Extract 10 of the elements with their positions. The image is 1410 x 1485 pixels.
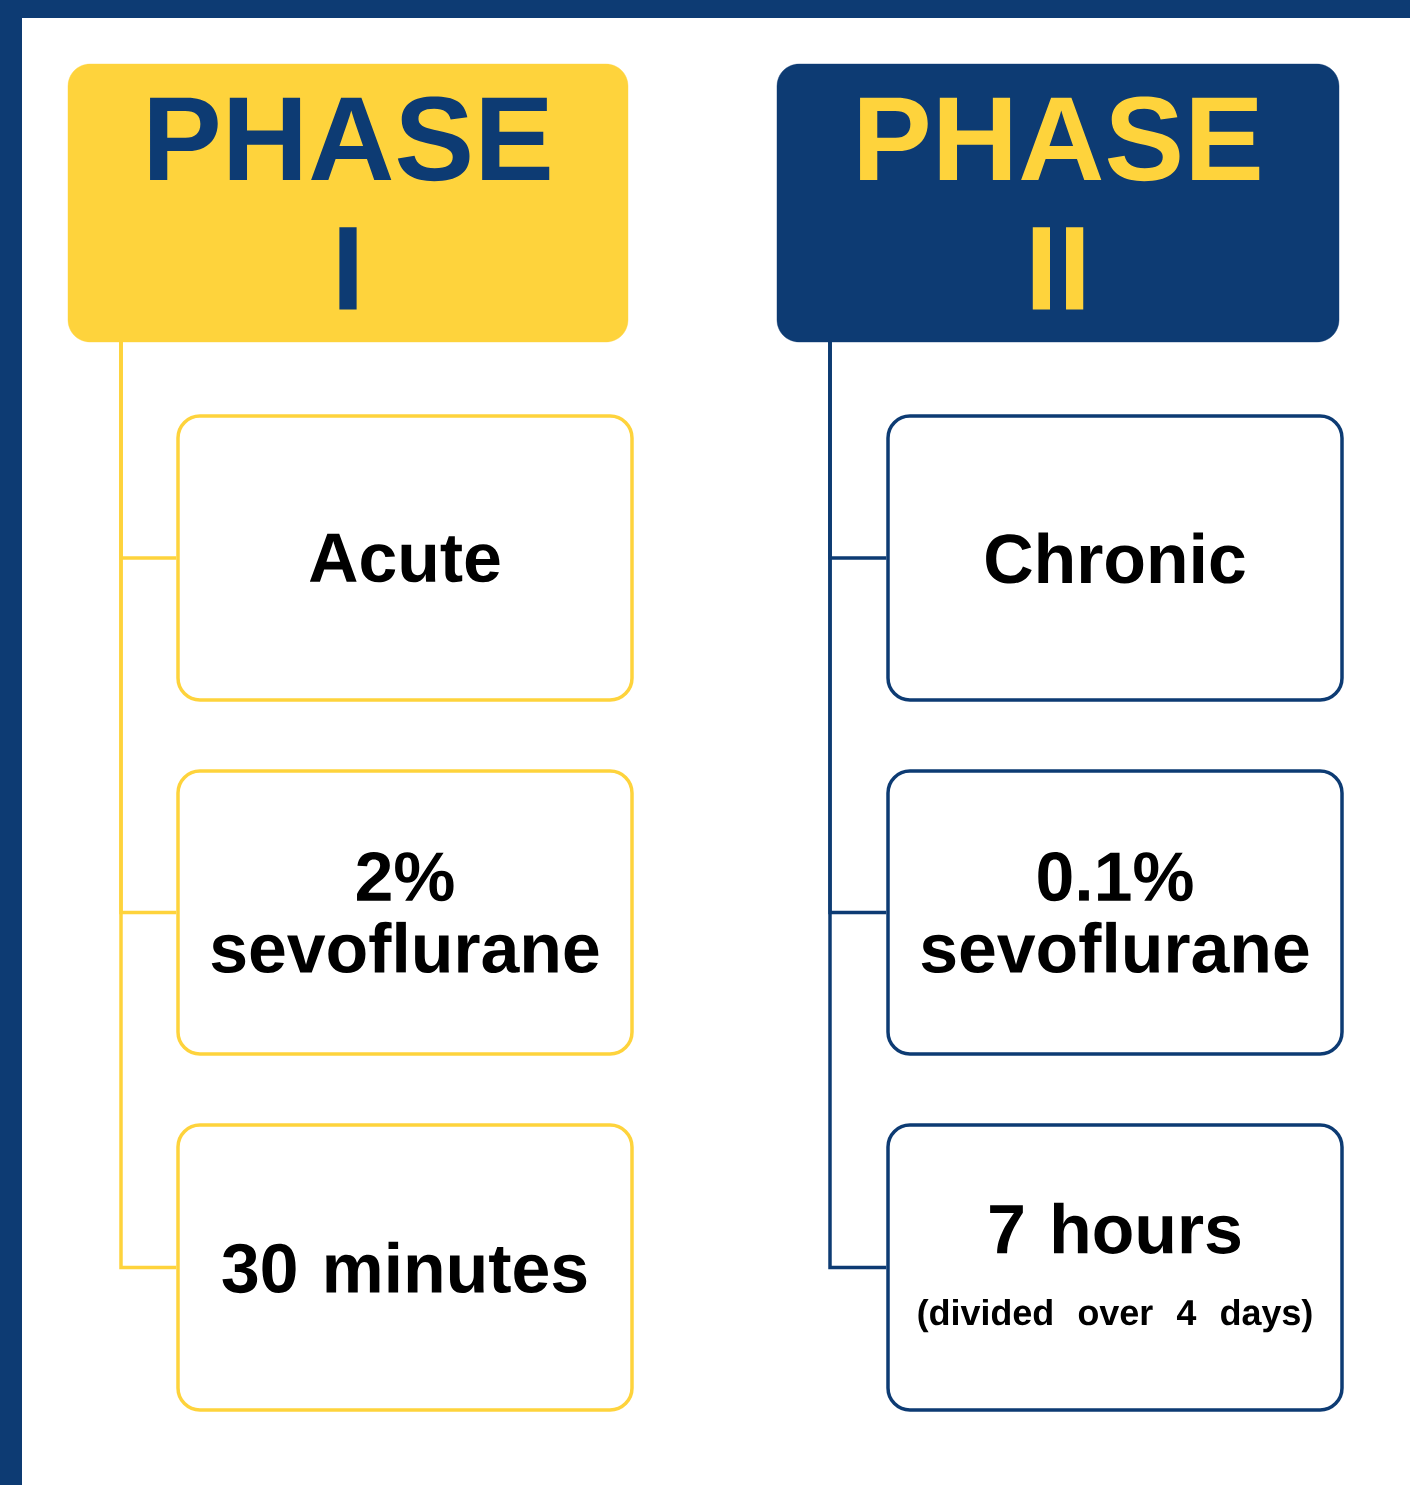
connector-line bbox=[828, 342, 887, 1270]
detail-box: 7 hours (divided over 4 days) bbox=[886, 1123, 1344, 1412]
detail-box: 0.1% sevoflurane bbox=[886, 769, 1344, 1056]
detail-box: Chronic bbox=[886, 414, 1344, 702]
phase-box: PHASE I bbox=[67, 63, 629, 343]
detail-box: Acute bbox=[176, 414, 634, 702]
detail-box: 30 minutes bbox=[176, 1123, 634, 1412]
detail-box: 2% sevoflurane bbox=[176, 769, 634, 1056]
phase-box: PHASE II bbox=[776, 63, 1340, 343]
connector-line bbox=[119, 342, 177, 1270]
